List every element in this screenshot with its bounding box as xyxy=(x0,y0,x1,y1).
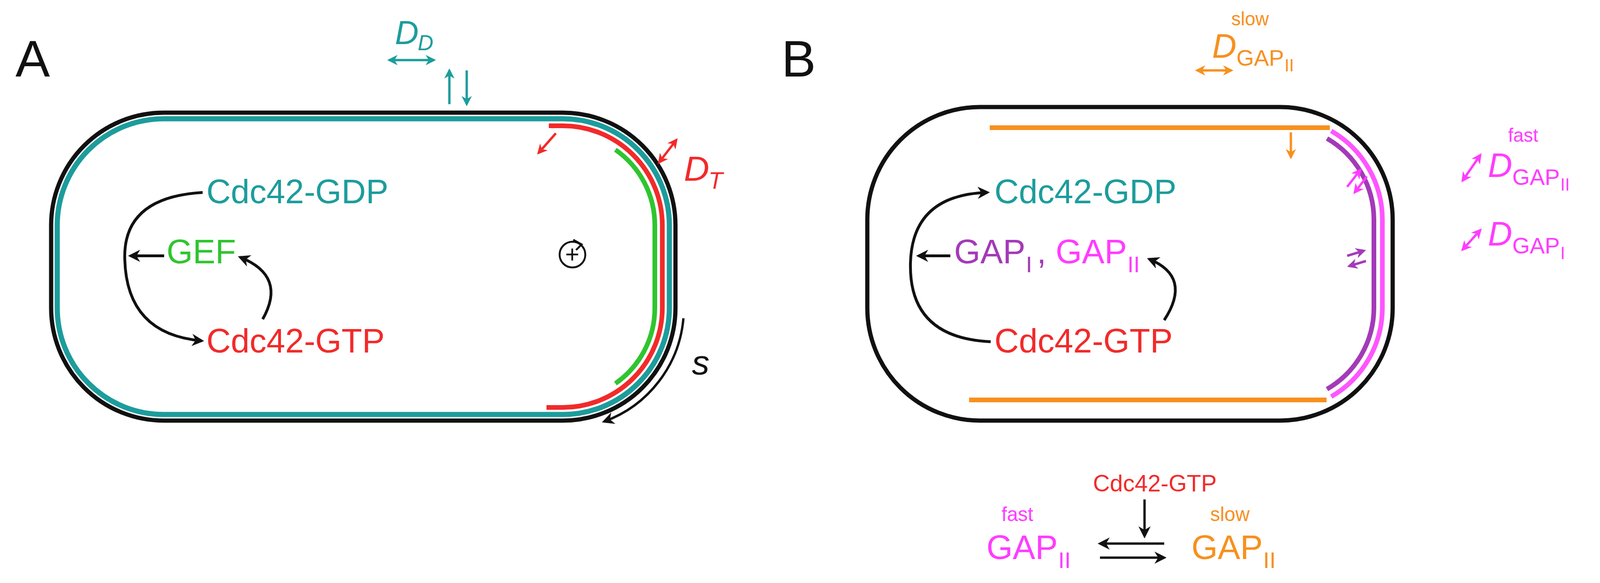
superscript: fast xyxy=(1508,125,1539,145)
gap-conversion-scheme xyxy=(1099,499,1165,558)
superscript: fast xyxy=(1001,504,1034,524)
subscript: II xyxy=(1127,253,1140,276)
subscript: T xyxy=(708,168,723,193)
panel-b-cell xyxy=(867,70,1481,421)
subscript: GAP xyxy=(1512,166,1560,189)
arc-length-symbol: s xyxy=(691,344,710,380)
subscript: II xyxy=(1058,548,1071,572)
species-label: Cdc42-GDP xyxy=(994,174,1177,209)
species-label: Cdc42-GTP xyxy=(1092,471,1217,495)
subscript: I xyxy=(1025,253,1032,276)
diffusion-symbol: D xyxy=(1487,148,1513,182)
subscript: I xyxy=(1560,244,1565,262)
species-label: GEF xyxy=(166,234,236,269)
separator: , xyxy=(1036,234,1047,269)
species-label: Cdc42-GTP xyxy=(994,323,1173,358)
diffusion-symbol: D xyxy=(1487,216,1513,251)
superscript: slow xyxy=(1210,504,1250,524)
superscript: slow xyxy=(1231,9,1269,29)
species-label: GAP xyxy=(954,234,1026,269)
panel-letter: A xyxy=(15,32,50,85)
species-label: GAP xyxy=(986,530,1058,564)
subscript: GAP xyxy=(1236,46,1284,70)
species-label: Cdc42-GTP xyxy=(206,323,385,358)
feedback-circle: + xyxy=(558,240,587,269)
panel-a-cell xyxy=(51,60,684,422)
subscript: GAP xyxy=(1512,234,1560,258)
subscript: II xyxy=(1263,548,1276,572)
subscript: II xyxy=(1284,57,1294,75)
species-label: GAP xyxy=(1055,234,1127,269)
species-label: GAP xyxy=(1191,530,1263,564)
subscript: II xyxy=(1560,176,1570,194)
panel-letter: B xyxy=(781,32,816,85)
diffusion-symbol: D xyxy=(1212,29,1237,63)
species-label: Cdc42-GDP xyxy=(206,174,389,209)
node-text: + xyxy=(565,242,580,267)
subscript: D xyxy=(417,31,434,54)
diffusion-symbol: D xyxy=(394,16,419,50)
diffusion-symbol: D xyxy=(683,151,710,187)
